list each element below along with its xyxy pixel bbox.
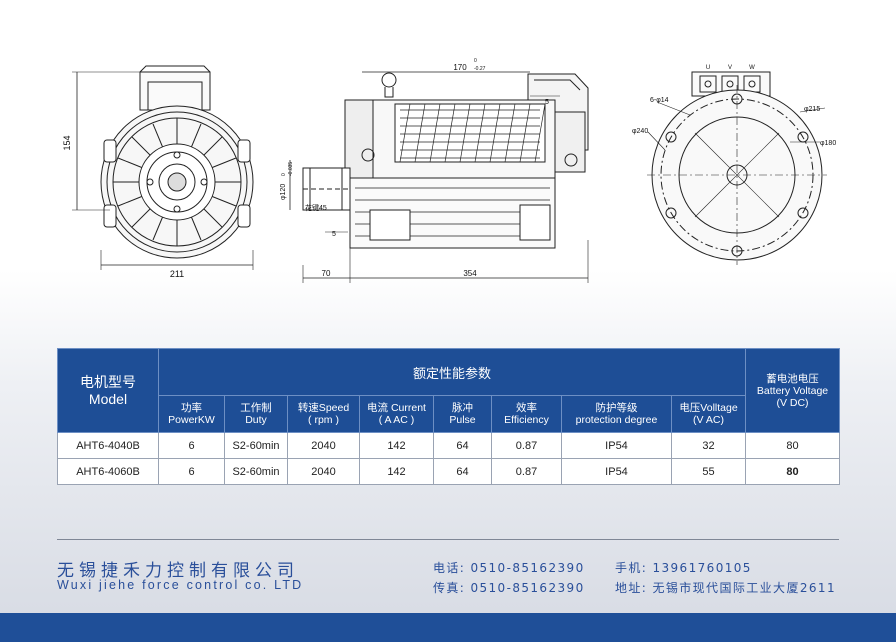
cell-voltage: 32 — [670, 432, 747, 459]
model-header: 电机型号 Model — [57, 348, 159, 433]
col-header-cn: 效率 — [516, 402, 537, 414]
cell-duty: S2-60min — [224, 432, 288, 459]
company-name-en: Wuxi jiehe force control co. LTD — [57, 578, 304, 592]
dim-side-shaft-dia: φ120 — [280, 184, 287, 200]
dim-side-keyway: 花键45 — [305, 203, 327, 212]
motor-technical-drawings: 154 211 170 0 -0.27 φ120 0 -0.035 花键45 5… — [62, 58, 836, 283]
dim-front-width: 211 — [170, 269, 184, 279]
dim-side-top-tol: -0.27 — [474, 66, 486, 72]
dim-side-shaft-tol: -0.035 — [288, 162, 294, 176]
cell-efficiency: 0.87 — [491, 458, 562, 485]
model-header-cn: 电机型号 — [80, 373, 136, 390]
table-row: AHT6-4060B 6 S2-60min 2040 142 64 0.87 I… — [57, 458, 841, 485]
col-speed-header: 转速Speed( rpm ) — [287, 395, 360, 433]
dim-side-length: 354 — [463, 269, 477, 278]
mobile-text: 手机: 13961760105 — [615, 561, 752, 575]
cell-model: AHT6-4040B — [57, 432, 159, 459]
fax-text: 传真: 0510-85162390 — [433, 581, 585, 595]
col-header-en: PowerKW — [168, 414, 215, 426]
dim-flange-pcd: φ215 — [804, 106, 820, 113]
terminal-w-label: W — [749, 65, 755, 71]
company-name-cn: 无锡捷禾力控制有限公司 — [57, 561, 299, 581]
dim-front-height: 154 — [62, 135, 72, 150]
spec-table: 电机型号 Model 额定性能参数 蓄电池电压 Battery Voltage … — [57, 348, 841, 485]
col-header-cn: 脉冲 — [452, 402, 473, 414]
front-view-drawing — [72, 65, 254, 270]
terminal-u-label: U — [706, 65, 710, 71]
cell-power: 6 — [158, 432, 225, 459]
terminal-v-label: V — [728, 65, 732, 71]
dim-flange-inner: φ180 — [820, 140, 836, 147]
col-header-en: (V AC) — [693, 414, 724, 426]
cell-protection: IP54 — [561, 432, 672, 459]
col-voltage-header: 电压Volltage(V AC) — [670, 395, 747, 433]
col-header-en: ( A AC ) — [378, 414, 415, 426]
col-header-cn: 功率 — [181, 402, 202, 414]
cell-power: 6 — [158, 458, 225, 485]
dim-flange-outer: φ240 — [632, 128, 648, 135]
col-header-cn: 工作制 — [240, 402, 272, 414]
dim-side-step: 5 — [332, 231, 336, 238]
address-text: 地址: 无锡市现代国际工业大厦2611 — [615, 581, 836, 595]
col-current-header: 电流 Current( A AC ) — [359, 395, 434, 433]
cell-protection: IP54 — [561, 458, 672, 485]
cell-model: AHT6-4060B — [57, 458, 159, 485]
phone-text: 电话: 0510-85162390 — [433, 561, 585, 575]
cell-current: 142 — [359, 432, 434, 459]
cell-pulse: 64 — [433, 432, 492, 459]
col-header-cn: 电压Volltage — [679, 402, 738, 414]
cell-battery: 80 — [745, 458, 841, 485]
dim-side-shaft-sup: 0 — [281, 173, 287, 176]
cell-pulse: 64 — [433, 458, 492, 485]
battery-header-cn: 蓄电池电压 — [766, 372, 819, 385]
cell-duty: S2-60min — [224, 458, 288, 485]
col-header-cn: 电流 Current — [367, 402, 426, 414]
battery-voltage-header: 蓄电池电压 Battery Voltage (V DC) — [745, 348, 841, 433]
cell-speed: 2040 — [287, 432, 360, 459]
battery-header-unit: (V DC) — [776, 396, 809, 409]
dim-side-right-step: 5 — [545, 99, 549, 106]
dim-side-top: 170 — [453, 63, 467, 72]
col-header-cn: 防护等级 — [595, 402, 638, 414]
battery-header-en: Battery Voltage — [756, 384, 829, 397]
col-header-en: ( rpm ) — [308, 414, 339, 426]
model-header-en: Model — [88, 390, 128, 407]
bottom-brand-bar — [0, 613, 896, 642]
col-header-en: Duty — [245, 414, 267, 426]
flange-view-drawing — [647, 71, 827, 265]
table-row: AHT6-4040B 6 S2-60min 2040 142 64 0.87 I… — [57, 432, 841, 459]
col-header-cn: 转速Speed — [297, 402, 350, 414]
col-header-en: Pulse — [449, 414, 476, 426]
dim-side-left: 70 — [322, 269, 331, 278]
dim-side-top-sup: 0 — [474, 58, 477, 64]
col-header-en: protection degree — [575, 414, 658, 426]
rated-params-header: 额定性能参数 — [157, 348, 747, 396]
cell-speed: 2040 — [287, 458, 360, 485]
cell-current: 142 — [359, 458, 434, 485]
side-view-drawing — [289, 71, 589, 283]
cell-efficiency: 0.87 — [491, 432, 562, 459]
cell-battery: 80 — [745, 432, 841, 459]
col-header-en: Efficiency — [504, 414, 549, 426]
dim-flange-holes: 6-φ14 — [650, 97, 669, 104]
footer-divider — [57, 539, 839, 540]
cell-voltage: 55 — [670, 458, 747, 485]
